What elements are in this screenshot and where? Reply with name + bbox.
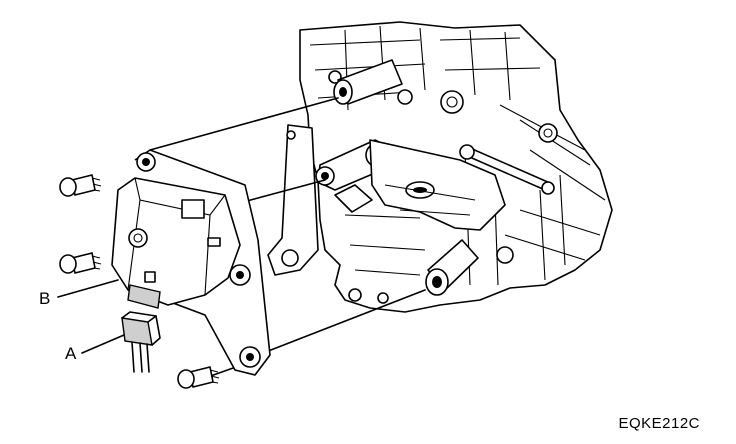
screw-top	[59, 174, 102, 197]
label-a: A	[65, 344, 77, 363]
door-lever	[315, 139, 555, 231]
actuator-body	[111, 177, 241, 309]
figure-code: EQKE212C	[618, 415, 700, 432]
label-b: B	[39, 289, 51, 308]
wire-connector	[121, 311, 161, 373]
lower-post	[425, 239, 479, 296]
label-leaders	[57, 279, 125, 354]
screw-middle	[59, 252, 102, 274]
heater-housing	[267, 21, 613, 313]
screw-bottom	[177, 366, 220, 389]
